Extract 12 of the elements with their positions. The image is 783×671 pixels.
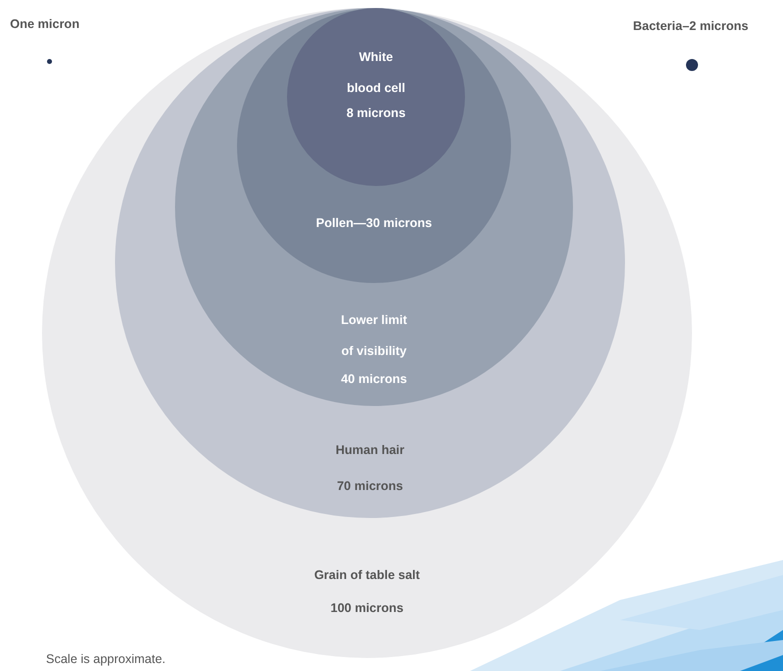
- circle-label: Human hair: [336, 442, 404, 459]
- size-label: Bacteria–2 microns: [633, 19, 748, 33]
- circle-label: 40 microns: [340, 371, 407, 388]
- circle-label: 70 microns: [336, 478, 403, 495]
- circle-label: Grain of table salt: [314, 567, 420, 584]
- circle-label: 8 microns: [346, 105, 406, 122]
- circle-label: 100 microns: [330, 600, 404, 617]
- note-text: Scale is approximate.: [46, 652, 166, 666]
- size-label: One micron: [10, 17, 80, 31]
- circle-label: Lower limit of visibility: [340, 312, 408, 360]
- circle-label: White blood cell: [346, 49, 406, 97]
- circle-label: Pollen—30 microns: [316, 215, 432, 232]
